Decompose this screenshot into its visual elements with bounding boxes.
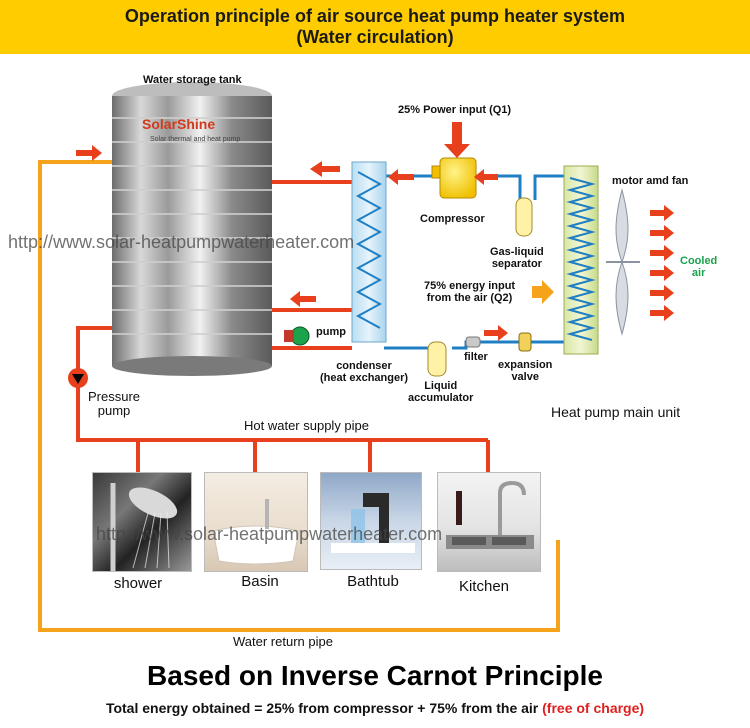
liquid-accumulator	[427, 341, 447, 377]
bathtub-caption: Bathtub	[347, 573, 399, 590]
water-storage-tank-label: Water storage tank	[143, 74, 242, 86]
tank-logo-subtitle: Solar thermal and heat pump	[150, 136, 241, 143]
bathtub-photo	[320, 472, 422, 570]
watermark-top: http://www.solar-heatpumpwaterheater.com	[8, 232, 355, 252]
arrow-icon	[76, 122, 508, 341]
shower-photo	[92, 472, 192, 572]
cooled-air-label: Cooled air	[680, 255, 718, 279]
title-banner: Operation principle of air source heat p…	[0, 0, 750, 54]
pump-label: pump	[316, 326, 346, 338]
pump-icon	[284, 326, 310, 346]
energy-input-label: 75% energy input from the air (Q2)	[424, 280, 516, 304]
kitchen-faucet-icon	[446, 480, 534, 549]
evaporator-coil-icon	[566, 177, 596, 341]
kitchen-caption: Kitchen	[458, 578, 510, 595]
pressure-pump-label: Pressure pump	[88, 389, 141, 418]
compressor-icon	[431, 157, 477, 199]
bathtub-shape-icon	[212, 499, 300, 565]
gas-liquid-separator	[515, 197, 533, 237]
faucet-icon	[331, 493, 415, 553]
condenser-label: condenser (heat exchanger)	[320, 360, 409, 384]
evaporator	[563, 165, 599, 355]
compressor-label: Compressor	[420, 213, 485, 225]
liquid-accumulator-label: Liquid accumulator	[408, 380, 474, 404]
condenser	[351, 161, 387, 343]
kitchen-photo	[437, 472, 541, 572]
outflow-arrows	[650, 205, 674, 321]
title-line-1: Operation principle of air source heat p…	[124, 6, 626, 26]
power-input-label: 25% Power input (Q1)	[398, 104, 512, 116]
watermark-bottom: http://www.solar-heatpumpwaterheater.com	[96, 524, 443, 544]
filter-icon	[465, 336, 481, 348]
basin-caption: Basin	[241, 573, 279, 590]
tank-condenser-pipes	[272, 180, 352, 350]
pressure-pump-icon	[68, 368, 88, 388]
water-storage-tank	[112, 82, 272, 376]
basin-photo	[204, 472, 308, 572]
footer-subtitle-highlight: (free of charge)	[542, 700, 645, 716]
water-return-pipe-label: Water return pipe	[233, 634, 333, 649]
shower-caption: shower	[113, 575, 163, 592]
filter-label: filter	[464, 351, 488, 363]
valve-icon	[518, 332, 532, 352]
heat-pump-main-unit-label: Heat pump main unit	[551, 404, 681, 420]
tank-logo: SolarShine	[142, 116, 216, 132]
footer-subtitle: Total energy obtained = 25% from compres…	[0, 700, 750, 716]
motor-fan-label: motor amd fan	[612, 175, 689, 187]
footer-subtitle-text: Total energy obtained = 25% from compres…	[105, 700, 539, 716]
expansion-valve-label: expansion valve	[498, 359, 553, 383]
condenser-coil-icon	[355, 171, 383, 329]
shower-head-icon	[110, 483, 178, 571]
water-return-pipe	[38, 160, 560, 632]
title-line-2: (Water circulation)	[296, 27, 454, 47]
fan-icon	[606, 188, 640, 336]
gas-liquid-separator-label: Gas-liquid separator	[490, 246, 544, 270]
air-energy-arrow	[532, 280, 554, 304]
hot-water-supply-pipe-label: Hot water supply pipe	[244, 418, 370, 433]
footer-title: Based on Inverse Carnot Principle	[147, 660, 603, 691]
